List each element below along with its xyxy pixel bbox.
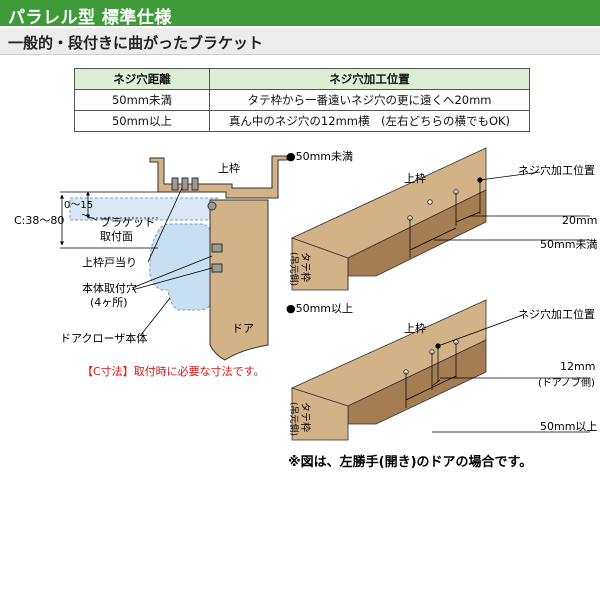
diagram-over50: ●50mm以上 上枠 ネジ穴加工位置 12mm (ドアノブ側) 50mm以上 タ… xyxy=(286,299,597,441)
header-bar: パラレル型 標準仕様 xyxy=(0,0,600,28)
table-header-row: ネジ穴距離 ネジ穴加工位置 xyxy=(74,68,530,90)
table-row: 50mm未満 タテ枠から一番遠いネジ穴の更に遠くへ20mm xyxy=(74,89,530,111)
door-shape xyxy=(209,199,269,361)
label-kamiwaku-o50: 上枠 xyxy=(404,321,426,335)
spec-table: ネジ穴距離 ネジ穴加工位置 50mm未満 タテ枠から一番遠いネジ穴の更に遠くへ2… xyxy=(74,68,530,132)
table-cell: 50mm以上 xyxy=(74,110,210,132)
label-body-hole-2: (4ヶ所) xyxy=(90,296,128,309)
label-hole-pos-o50: ネジ穴加工位置 xyxy=(518,307,595,321)
note-text: 取付時に必要な寸法です。 xyxy=(134,364,265,378)
label-body-hole-1: 本体取付穴 xyxy=(82,281,137,295)
label-bracket-1: ブラケット xyxy=(100,215,155,229)
closer-outline xyxy=(149,223,213,311)
frame-screw xyxy=(181,177,189,191)
label-tatewaku-u50: タテ枠 xyxy=(299,252,312,282)
subtitle-text: 一般的・段付きに曲がったブラケット xyxy=(8,34,264,52)
label-dim-u50: 50mm未満 xyxy=(540,238,597,251)
note-highlight: 【C寸法】 xyxy=(82,364,134,378)
label-tatewaku-sub-u50: (吊元側) xyxy=(288,252,300,286)
table-header-distance: ネジ穴距離 xyxy=(74,68,210,90)
heading-under50: ●50mm未満 xyxy=(286,150,353,163)
label-dim-12mm-sub: (ドアノブ側) xyxy=(538,376,595,389)
table-header-position: ネジ穴加工位置 xyxy=(209,68,530,90)
label-dim-12mm: 12mm xyxy=(560,360,595,373)
label-tatewaku-sub-o50: (吊元側) xyxy=(288,402,300,436)
frame-screw xyxy=(171,177,179,191)
label-closer-body: ドアクローザ本体 xyxy=(60,331,147,345)
label-hole-pos-u50: ネジ穴加工位置 xyxy=(518,163,595,177)
label-kamiwaku: 上枠 xyxy=(218,161,240,175)
label-dim-o50: 50mm以上 xyxy=(540,420,597,433)
footer-note: ※図は、左勝手(開き)のドアの場合です。 xyxy=(288,454,532,470)
label-kamiwaku-u50: 上枠 xyxy=(404,171,426,185)
table-cell: タテ枠から一番遠いネジ穴の更に遠くへ20mm xyxy=(209,89,530,111)
bracket-outline xyxy=(69,197,219,221)
label-bracket-2: 取付面 xyxy=(100,230,133,243)
table-row: 50mm以上 真ん中のネジ穴の12mm横 (左右どちらの横でもOK) xyxy=(74,110,530,132)
header-title: パラレル型 標準仕様 xyxy=(8,8,172,28)
table-cell: 真ん中のネジ穴の12mm横 (左右どちらの横でもOK) xyxy=(209,110,530,132)
note-line: 【C寸法】取付時に必要な寸法です。 xyxy=(82,364,265,378)
side-diagram: 上枠 C:38〜80 0〜15 ブラケット 取付面 上枠戸当り 本体取付穴 (4… xyxy=(14,155,288,378)
bracket-screw xyxy=(207,201,217,211)
subtitle-bar: 一般的・段付きに曲がったブラケット xyxy=(0,28,600,55)
frame-screw xyxy=(191,177,199,191)
body-screw xyxy=(211,263,223,273)
label-dim-20mm: 20mm xyxy=(562,214,597,227)
label-tatewaku-o50: タテ枠 xyxy=(299,402,312,432)
body-screw xyxy=(211,243,223,253)
frame-vertical-o50 xyxy=(291,387,349,441)
label-c-dim: C:38〜80 xyxy=(14,214,64,227)
label-door: ドア xyxy=(232,322,254,335)
label-range: 0〜15 xyxy=(64,200,93,211)
label-kamiwaku-toatari: 上枠戸当り xyxy=(82,255,137,269)
heading-over50: ●50mm以上 xyxy=(286,302,353,315)
diagram-under50: ●50mm未満 上枠 ネジ穴加工位置 20mm 50mm未満 タテ枠 (吊元側) xyxy=(286,147,597,291)
